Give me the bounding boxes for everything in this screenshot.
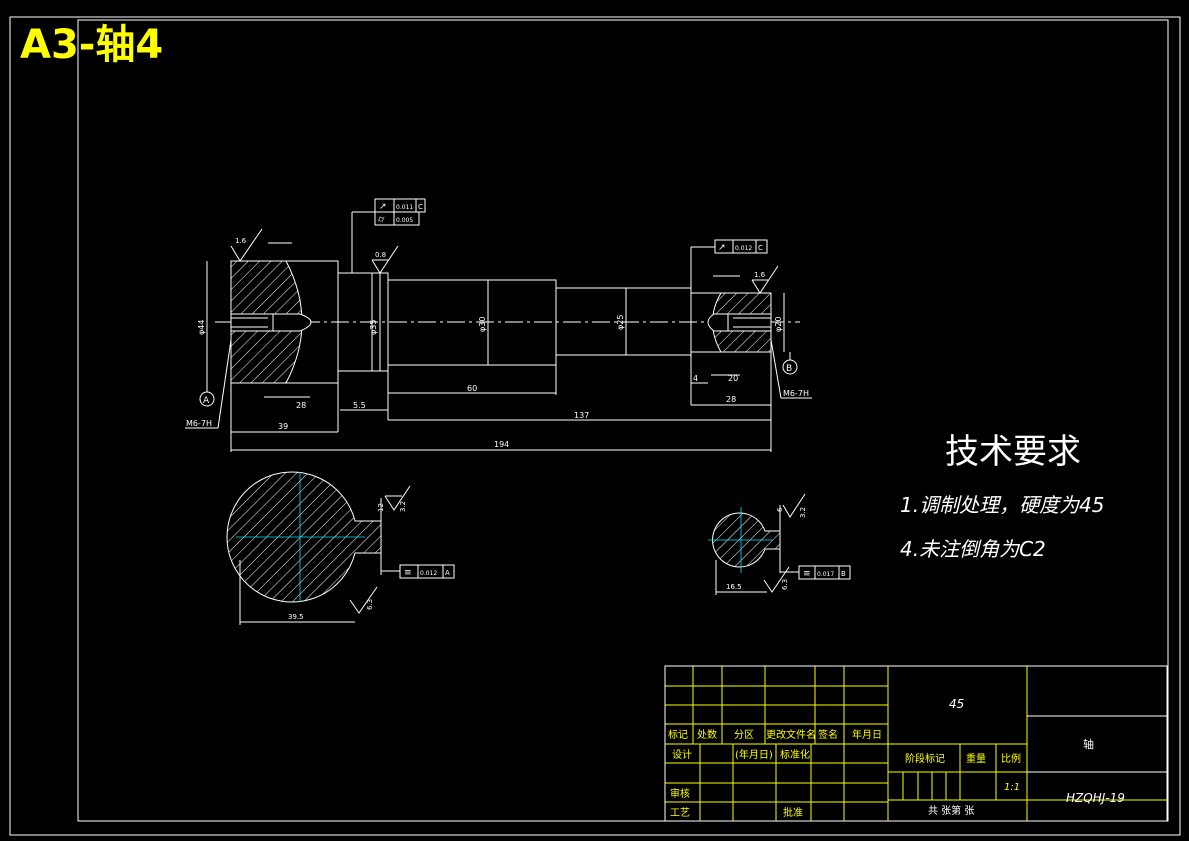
tb-drawing-no: HZQHJ-19 [1066, 791, 1125, 805]
svg-text:3.2: 3.2 [399, 501, 407, 512]
section-view-2: 6 3.2 ≡ 0.017 B 6.3 16.5 [708, 493, 851, 595]
tb-weight: 重量 [966, 752, 986, 765]
title-block: 标记 处数 分区 更改文件名 签名 年月日 设计 (年月日) 标准化 审核 工艺… [664, 665, 1168, 822]
right-thread-hole [727, 313, 772, 332]
tb-design-date: (年月日) [735, 748, 773, 761]
dim-left-diameter: φ44 [197, 320, 206, 335]
tb-process: 工艺 [670, 807, 690, 819]
tb-header-zone: 分区 [734, 729, 754, 741]
tb-stage-mark: 阶段标记 [905, 752, 945, 765]
svg-text:6.3: 6.3 [781, 579, 789, 590]
tolerance-frame-1: ↗ 0.011 C ⌭ 0.005 [351, 198, 426, 273]
thread-left-label: M6-7H [186, 419, 212, 428]
tb-check: 审核 [670, 787, 690, 800]
symmetry-icon: ≡ [803, 569, 811, 579]
shaft-main-view: φ44 φ35 φ30 φ25 φ20 28 5.5 39 60 137 194… [185, 198, 812, 452]
tb-approve: 批准 [783, 806, 803, 819]
tb-scale: 1:1 [1004, 782, 1020, 793]
tb-header-change: 更改文件名 [766, 728, 816, 741]
svg-text:0.012: 0.012 [420, 570, 437, 577]
dim-60: 60 [467, 384, 477, 393]
svg-text:0.012: 0.012 [735, 245, 752, 252]
svg-text:1.6: 1.6 [235, 237, 247, 245]
dim-5-5: 5.5 [353, 401, 366, 410]
dim-right-diameter: φ25 [616, 315, 625, 330]
dim-key-width-1: 12 [377, 503, 385, 512]
svg-text:0.8: 0.8 [375, 251, 386, 259]
tb-material: 45 [949, 697, 964, 711]
svg-text:A: A [445, 569, 450, 577]
dim-4: 4 [693, 374, 698, 383]
svg-text:1.6: 1.6 [754, 271, 766, 279]
left-thread-hole [230, 313, 274, 332]
datum-b-circle [782, 359, 798, 375]
dim-bearing-diameter: φ35 [369, 320, 378, 335]
svg-text:0.017: 0.017 [817, 571, 834, 578]
datum-a-label: A [203, 396, 210, 406]
roughness-symbol-3: 1.6 [713, 265, 779, 294]
svg-text:C: C [418, 203, 423, 211]
tb-header-mark: 标记 [668, 729, 688, 741]
tb-sheets: 共 张第 张 [928, 804, 974, 817]
symmetry-icon: ≡ [404, 568, 412, 578]
outer-border [9, 16, 1181, 836]
svg-text:C: C [758, 244, 763, 252]
section-view-1: 12 3.2 ≡ 0.012 A 6.3 39.5 [226, 471, 455, 625]
tb-ratio: 比例 [1001, 752, 1021, 765]
svg-text:0.005: 0.005 [396, 217, 413, 224]
tb-header-count: 处数 [697, 728, 717, 741]
tech-requirement-2: 4.未注倒角为C2 [900, 537, 1046, 561]
datum-b-label: B [786, 364, 792, 374]
dim-mid-diameter: φ30 [478, 317, 487, 332]
tb-design: 设计 [672, 748, 692, 761]
dim-39: 39 [278, 422, 288, 431]
dim-section-depth-2: 16.5 [726, 583, 742, 591]
tb-header-sign: 签名 [818, 728, 838, 741]
tech-requirements-heading: 技术要求 [945, 432, 1081, 472]
roughness-symbol-2: 0.8 [371, 245, 399, 274]
tolerance-frame-2: ↗ 0.012 C [690, 239, 768, 293]
inner-border [77, 19, 1169, 822]
runout-icon: ↗ [718, 243, 726, 253]
dim-20: 20 [728, 374, 738, 383]
dim-key-width-2: 6 [776, 507, 784, 512]
svg-text:3.2: 3.2 [799, 507, 807, 518]
roughness-symbol-1: 1.6 [230, 228, 292, 262]
svg-text:6.3: 6.3 [366, 599, 374, 610]
dim-194: 194 [494, 440, 509, 449]
svg-text:0.011: 0.011 [396, 204, 413, 211]
cylindricity-icon: ⌭ [378, 215, 385, 225]
runout-icon: ↗ [379, 202, 387, 212]
svg-text:B: B [841, 570, 846, 578]
dim-section-depth-1: 39.5 [288, 613, 304, 621]
tb-header-date: 年月日 [852, 728, 882, 741]
datum-a-circle [199, 391, 215, 407]
sheet-title: A3-轴4 [20, 22, 163, 68]
thread-right-label: M6-7H [783, 389, 809, 398]
tech-requirement-1: 1.调制处理，硬度为45 [900, 493, 1105, 517]
tb-part-name: 轴 [1083, 737, 1094, 751]
dim-end-diameter: φ20 [774, 317, 783, 332]
dim-137: 137 [574, 411, 589, 420]
tb-standard: 标准化 [780, 748, 810, 761]
dim-28-right: 28 [726, 395, 736, 404]
dim-28-left: 28 [296, 401, 306, 410]
